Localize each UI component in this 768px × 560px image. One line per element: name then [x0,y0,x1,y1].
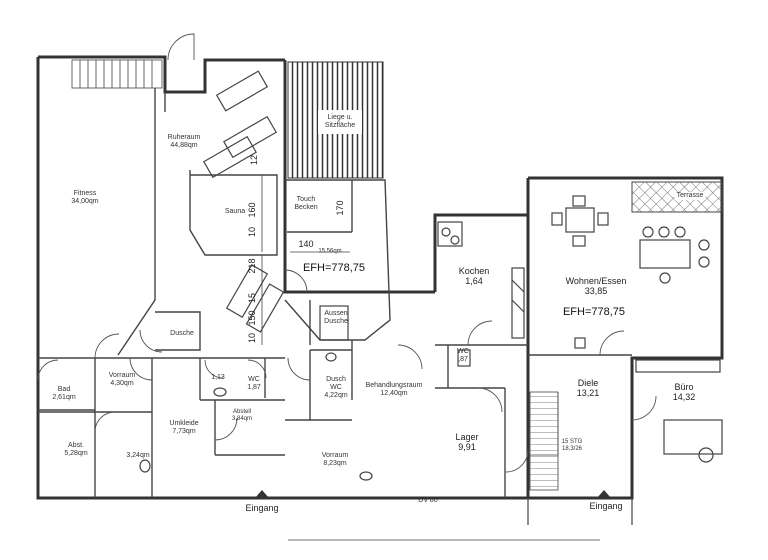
room-diele-area: 13,21 [576,388,600,398]
room-aussen-name: Aussen [324,310,348,317]
room-diele-name: Diele [577,378,599,388]
entrance-markers [255,490,611,498]
room-wohnen-name: Wohnen/Essen [565,276,627,286]
room-dusche: Dusche [170,330,194,337]
room-terrasse: Terrasse [674,192,706,200]
dim-15: 15 [247,292,257,304]
room-umkleide-area: 7,73qm [172,428,196,435]
room-buero-name: Büro [674,382,694,392]
room-stairs: 15 STG 18,3/26 [562,439,583,453]
room-bad-area: 2,61qm [52,394,76,401]
efh-left: EFH=778,75 [302,262,366,274]
deck-label-bg [318,110,362,134]
room-dusch-wc: Dusch WC 4,22qm [324,376,347,400]
room-liege-sub: Sitzfläche [324,122,356,129]
room-touch-name: Touch [296,196,316,203]
door-swings [37,33,657,473]
room-abst: Abst. 5,28qm [64,442,87,458]
room-diele: Diele 13,21 [577,378,600,398]
room-aussen: Aussen Dusche [324,310,348,326]
room-bad-name: Bad [57,386,71,393]
room-behandlung-area: 12,40qm [380,390,408,397]
room-abst-area: 5,28qm [64,450,88,457]
room-wohnen-area: 33,85 [584,286,608,296]
room-vorraum-2: Vorraum 8,23qm [322,452,348,468]
room-bad: Bad 2,61qm [52,386,75,402]
room-fitness: Fitness 34,00qm [71,190,98,206]
room-vorraum-1: Vorraum 4,30qm [109,372,135,388]
room-wc-3-name: WC [457,348,469,355]
dim-140: 140 [298,239,314,249]
dim-218: 218 [247,258,257,274]
room-ruheraum-area: 44,88qm [170,142,198,149]
efh-right: EFH=778,75 [562,306,626,318]
dim-170: 170 [335,200,345,216]
room-vorraum-2-name: Vorraum [321,452,349,459]
room-wc-2-name: WC [248,376,260,383]
entrance-left[interactable]: Eingang [245,503,279,513]
room-wc-3-area: ,87 [458,356,468,363]
room-vorraum-1-name: Vorraum [108,372,136,379]
room-umkleide-name: Umkleide [169,420,199,427]
room-stairs-area: 18,3/26 [561,446,583,452]
room-ruheraum-name: Ruheraum [167,134,201,141]
room-vorraum-1-area: 4,30qm [110,380,134,387]
interior-walls [38,88,632,498]
room-wc-2-area: 1,87 [247,384,261,391]
room-lager: Lager 9,91 [455,432,478,452]
room-small-1: 1,13 [211,374,225,381]
room-abstell-name: Abstell [232,409,252,415]
room-sauna: Sauna [224,208,246,215]
entrance-right[interactable]: Eingang [589,501,623,511]
furniture [139,70,723,481]
room-dusch-wc-name: Dusch [326,376,346,383]
room-abstell-area: 3,84qm [231,416,253,422]
dim-10-a: 10 [247,226,257,238]
room-fitness-area: 34,00qm [71,198,99,205]
room-abst-name: Abst. [68,442,84,449]
room-lager-area: 9,91 [458,442,476,452]
dim-15-56: 15,56qm [318,248,342,255]
room-behandlung-name: Behandlungsraum [365,382,423,389]
room-dusch-wc-sub: WC [330,384,342,391]
dv-label: DV 80 [418,497,438,504]
room-kochen-area: 1,64 [465,276,483,286]
room-kochen: Kochen 1,64 [459,266,490,286]
room-wc-2: WC 1,87 [247,376,261,392]
dim-150: 150 [247,310,257,326]
room-aussen-sub: Dusche [324,318,348,325]
room-touch-sub: Becken [294,204,318,211]
room-behandlung: Behandlungsraum 12,40qm [366,382,423,398]
room-wc-3: WC ,87 [457,348,469,364]
room-ruheraum: Ruheraum 44,88qm [168,134,201,150]
room-abstell: Abstell 3,84qm [232,409,252,423]
room-fitness-name: Fitness [73,190,97,197]
room-dusch-wc-area: 4,22qm [324,392,348,399]
room-buero-area: 14,32 [672,392,696,402]
dim-10-b: 10 [247,332,257,344]
stairs-hall [529,391,559,491]
room-stairs-name: 15 STG [561,439,583,445]
exterior-walls [36,55,724,500]
dim-12: 12 [249,154,259,166]
stairs-fitness [71,59,163,89]
room-liege: Liege u. Sitzfläche [325,114,355,130]
dimension-lines [261,175,600,541]
room-wc-1-area: 3,24qm [126,452,150,459]
room-umkleide: Umkleide 7,73qm [169,420,198,436]
room-buero: Büro 14,32 [673,382,696,402]
room-vorraum-2-area: 8,23qm [323,460,347,467]
dim-160: 160 [247,202,257,218]
room-wohnen: Wohnen/Essen 33,85 [566,276,627,296]
room-liege-name: Liege u. [327,114,353,121]
room-lager-name: Lager [455,432,479,442]
room-touch: Touch Becken [294,196,317,212]
room-kochen-name: Kochen [458,266,490,276]
